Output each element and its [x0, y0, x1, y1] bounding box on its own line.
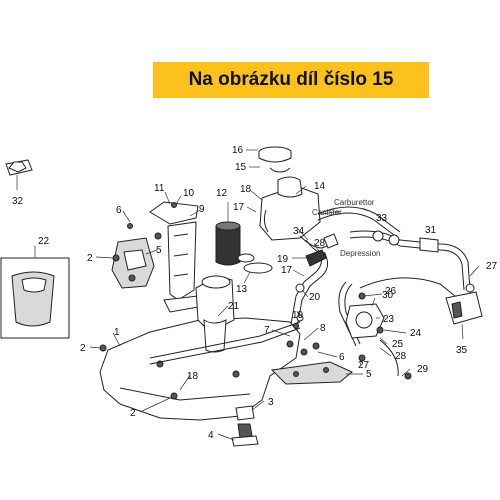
parts-17-19-20-hose [285, 249, 328, 353]
part-13-clamps [237, 253, 273, 274]
callout-21: 21 [228, 301, 240, 312]
part-1-fuel-tank [99, 275, 301, 421]
callout-19-lower: 19 [292, 310, 304, 321]
screws [99, 232, 412, 400]
callout-27-lower: 27 [358, 360, 370, 371]
callout-5-lower: 5 [366, 369, 372, 380]
callout-2-bottom: 2 [130, 408, 136, 419]
callout-17: 17 [233, 202, 245, 213]
callout-8: 8 [320, 323, 326, 334]
callout-33: 33 [376, 213, 388, 224]
callout-5: 5 [156, 245, 162, 256]
callout-4: 4 [208, 430, 214, 441]
part-35-fuel-tap [445, 283, 483, 325]
callout-19: 19 [277, 254, 289, 265]
callout-27: 27 [486, 261, 498, 272]
callout-2: 2 [87, 253, 93, 264]
callout-29: 29 [417, 364, 429, 375]
part-32-clip [5, 159, 33, 190]
callout-31: 31 [425, 225, 437, 236]
callout-35: 35 [456, 345, 468, 356]
part-5-bracket-right [270, 361, 353, 385]
callout-14: 14 [314, 181, 326, 192]
part-22-pad [0, 246, 70, 339]
part-12-filter [215, 202, 241, 266]
part-number-banner: Na obrázku díl číslo 15 [153, 62, 429, 98]
callout-28: 28 [314, 238, 326, 249]
callout-24: 24 [410, 328, 422, 339]
annotation-canister: Canister [312, 208, 342, 217]
callout-labels: 32 22 16 15 11 10 6 9 12 18 14 17 34 28 … [12, 145, 498, 441]
callout-20: 20 [309, 292, 321, 303]
parts-23-24-25-pump [338, 277, 461, 377]
callout-26: 26 [385, 286, 397, 297]
part-14-expansion-tank [259, 167, 321, 241]
callout-32: 32 [12, 196, 24, 207]
banner-text: Na obrázku díl číslo 15 [188, 69, 394, 90]
callout-23: 23 [383, 314, 395, 325]
callout-18-lower: 18 [187, 371, 199, 382]
callout-34: 34 [293, 226, 305, 237]
leader-lines [89, 149, 480, 441]
callout-9: 9 [199, 204, 205, 215]
part-5-bracket-left [111, 223, 155, 289]
callout-12: 12 [216, 188, 228, 199]
callout-30: 30 [382, 290, 394, 301]
callout-18: 18 [240, 184, 252, 195]
callout-16: 16 [232, 145, 244, 156]
parts-33-31-fittings [349, 230, 471, 291]
callout-1: 1 [114, 327, 120, 338]
callout-28-lower: 28 [395, 351, 407, 362]
annotation-depression: Depression [340, 249, 380, 258]
canister-hoses [299, 206, 401, 255]
callout-2-left: 2 [80, 343, 86, 354]
callout-10: 10 [183, 188, 195, 199]
parts-3-4-drain [231, 405, 259, 447]
part-16-fuel-cap [258, 146, 292, 163]
callout-22: 22 [38, 236, 50, 247]
callout-13: 13 [236, 284, 248, 295]
callout-7: 7 [264, 325, 270, 336]
callout-6: 6 [116, 205, 122, 216]
callout-17-lower: 17 [281, 265, 293, 276]
callout-25: 25 [392, 339, 404, 350]
callout-3: 3 [268, 397, 274, 408]
callout-6-lower: 6 [339, 352, 345, 363]
part-9-fuel-pump [149, 201, 205, 313]
callout-11: 11 [154, 183, 165, 194]
callout-15: 15 [235, 162, 247, 173]
annotation-carburettor: Carburettor [334, 198, 375, 207]
